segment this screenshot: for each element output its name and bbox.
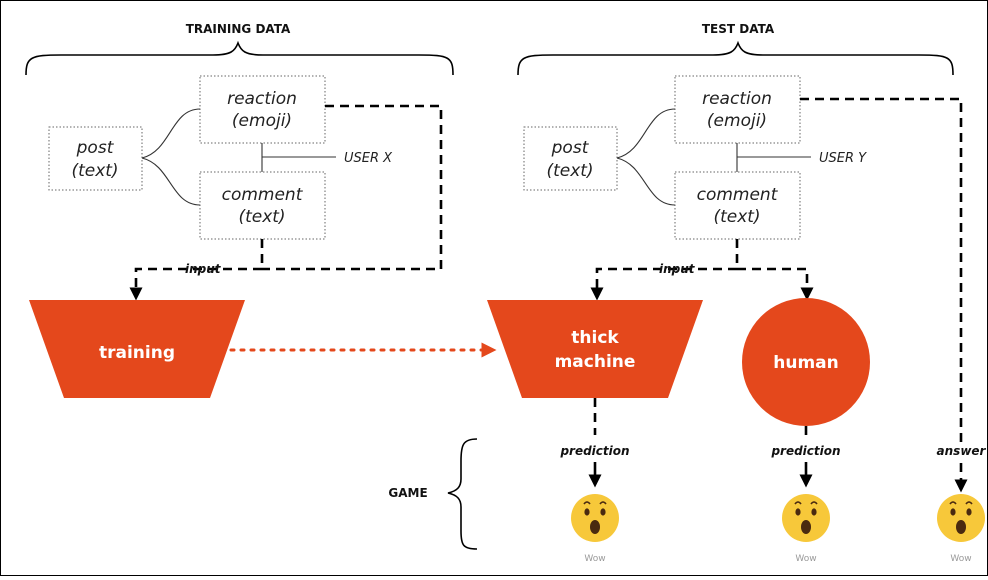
training-post-comment-connector <box>141 157 201 206</box>
human-emoji-caption: Wow <box>795 554 816 564</box>
answer-label-backdrop <box>929 443 988 459</box>
test-reaction-line1: reaction <box>702 89 772 109</box>
wow-emoji-icon <box>571 494 619 542</box>
test-comment-line2: (text) <box>713 207 760 227</box>
training-comment-line1: comment <box>222 185 304 205</box>
machine-prediction-label: prediction <box>559 444 629 458</box>
training-reaction-line2: (emoji) <box>232 111 292 131</box>
test-comment-box: comment (text) <box>674 171 801 240</box>
thick-machine-model: thick machine <box>487 300 703 398</box>
training-data-header: TRAINING DATA <box>186 22 291 36</box>
test-reaction-line2: (emoji) <box>707 111 767 131</box>
training-input-label: input <box>185 262 222 276</box>
game-label: GAME <box>388 486 427 500</box>
test-data-brace <box>517 40 954 76</box>
training-post-box: post (text) <box>48 126 143 191</box>
training-post-line2: (text) <box>71 161 118 181</box>
answer-emoji-caption: Wow <box>950 554 971 564</box>
test-comment-to-human-flow <box>737 267 814 301</box>
training-post-reaction-connector <box>141 108 201 159</box>
test-data-header: TEST DATA <box>702 22 775 36</box>
test-post-reaction-connector <box>616 108 676 159</box>
test-comment-to-machine-flow <box>590 239 739 301</box>
human-prediction-label: prediction <box>770 444 840 458</box>
training-comment-box: comment (text) <box>199 171 326 240</box>
test-input-label: input <box>659 262 696 276</box>
test-user-label: USER Y <box>819 151 867 166</box>
test-post-box: post (text) <box>523 126 618 191</box>
human-prediction-emoji: Wow <box>782 494 830 564</box>
machine-label-line1: thick <box>571 328 619 348</box>
test-post-comment-connector <box>616 157 676 206</box>
machine-prediction-emoji: Wow <box>571 494 619 564</box>
training-model-label: training <box>99 343 175 363</box>
training-data-brace <box>25 40 454 76</box>
human-label: human <box>773 353 839 373</box>
human-node: human <box>742 298 870 426</box>
training-post-line1: post <box>76 138 115 158</box>
wow-emoji-icon <box>937 494 985 542</box>
machine-label-line2: machine <box>555 352 636 372</box>
test-comment-line1: comment <box>697 185 779 205</box>
test-reaction-box: reaction (emoji) <box>674 75 801 144</box>
test-post-line2: (text) <box>546 161 593 181</box>
test-user-connector <box>736 143 811 172</box>
test-reaction-answer-flow <box>800 97 968 493</box>
training-comment-line2: (text) <box>238 207 285 227</box>
training-reaction-box: reaction (emoji) <box>199 75 326 144</box>
answer-emoji: Wow <box>937 494 985 564</box>
training-user-connector <box>261 143 336 172</box>
training-user-label: USER X <box>344 151 393 166</box>
wow-emoji-icon <box>782 494 830 542</box>
training-reaction-line1: reaction <box>227 89 297 109</box>
training-reaction-flow <box>262 104 443 271</box>
training-comment-flow <box>129 239 264 301</box>
game-brace <box>447 438 478 550</box>
answer-label: answer <box>937 444 987 458</box>
machine-emoji-caption: Wow <box>584 554 605 564</box>
test-post-line1: post <box>551 138 590 158</box>
training-model: training <box>29 300 245 398</box>
